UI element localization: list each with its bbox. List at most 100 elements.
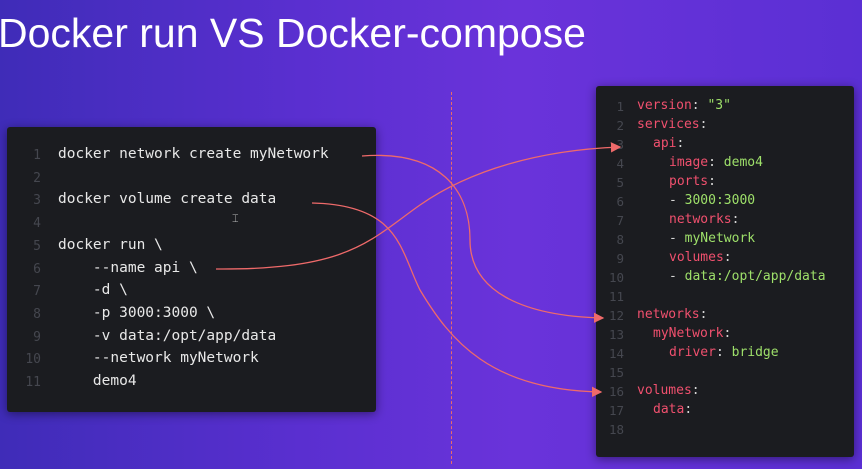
- yaml-value: demo4: [723, 155, 763, 170]
- line-number: 6: [33, 261, 41, 277]
- code-line: 9 volumes:: [596, 250, 854, 272]
- yaml-value: "3": [707, 98, 731, 113]
- line-number: 3: [616, 137, 624, 152]
- mouse-cursor-icon: ⌶: [232, 212, 239, 225]
- yaml-key: networks: [669, 212, 732, 227]
- yaml-key: volumes: [637, 383, 692, 398]
- line-number: 11: [25, 375, 41, 390]
- yaml-value: 3000:3000: [684, 193, 756, 208]
- yaml-colon: :: [676, 136, 685, 151]
- code-text: volumes:: [637, 383, 700, 398]
- line-number: 10: [25, 352, 41, 368]
- yaml-key: data: [653, 402, 685, 417]
- code-text: --name api \: [58, 259, 198, 276]
- code-line: 15: [596, 364, 854, 386]
- yaml-colon: :: [691, 98, 708, 113]
- line-number: 12: [608, 308, 624, 323]
- code-text: ports:: [669, 174, 716, 189]
- yaml-colon: :: [731, 212, 740, 227]
- code-text: driver: bridge: [669, 345, 779, 360]
- line-number: 8: [33, 306, 41, 322]
- code-text: --network myNetwork: [58, 350, 259, 367]
- line-number: 2: [33, 170, 41, 186]
- yaml-key: api: [653, 136, 677, 151]
- code-line: 12 networks:: [596, 307, 854, 329]
- arrow-network-to-networks: [361, 154, 605, 323]
- line-number: 3: [33, 193, 41, 209]
- code-text: -d \: [58, 282, 128, 299]
- line-number: 4: [33, 216, 41, 232]
- line-number: 1: [616, 99, 624, 114]
- dashed-divider: [451, 92, 452, 464]
- code-text: api:: [653, 136, 684, 151]
- code-line: 11: [596, 288, 854, 310]
- code-line: 11 demo4: [7, 373, 376, 395]
- code-line: 8- myNetwork: [596, 231, 854, 253]
- yaml-value: bridge: [731, 345, 779, 360]
- yaml-key: version: [637, 98, 692, 113]
- line-number: 17: [608, 403, 624, 418]
- page-title: Docker run VS Docker-compose: [0, 10, 586, 56]
- code-line: 9 -v data:/opt/app/data: [7, 328, 376, 350]
- yaml-colon: :: [708, 174, 716, 189]
- line-number: 7: [33, 284, 41, 300]
- code-line: 10 - data:/opt/app/data: [596, 269, 854, 291]
- code-text: -p 3000:3000 \: [58, 304, 216, 321]
- yaml-colon: :: [699, 117, 708, 132]
- line-number: 14: [608, 346, 624, 361]
- code-line: 6 --name api \: [7, 260, 376, 282]
- line-number: 4: [616, 156, 624, 171]
- code-text: networks:: [669, 212, 739, 227]
- yaml-key: ports: [669, 174, 709, 189]
- yaml-key: networks: [637, 307, 700, 322]
- yaml-colon: :: [715, 345, 732, 360]
- yaml-colon: :: [723, 326, 732, 341]
- code-line: 1 version: "3": [596, 98, 854, 120]
- line-number: 9: [616, 251, 624, 266]
- code-line: 6 - 3000:3000: [596, 193, 854, 215]
- code-text: version: "3": [637, 98, 731, 113]
- code-line: 13 myNetwork:: [596, 326, 854, 348]
- yaml-colon: :: [699, 307, 708, 322]
- code-line: 2: [7, 169, 376, 191]
- code-text: networks:: [637, 307, 707, 322]
- line-number: 13: [608, 327, 624, 342]
- yaml-colon: :: [691, 383, 700, 398]
- yaml-key: volumes: [669, 250, 724, 265]
- line-number: 18: [608, 422, 624, 437]
- code-line: 17 data:: [596, 402, 854, 424]
- code-text: -v data:/opt/app/data: [58, 327, 277, 344]
- line-number: 10: [608, 270, 624, 285]
- code-text: - 3000:3000: [669, 193, 755, 208]
- yaml-key: services: [637, 117, 700, 132]
- yaml-value: myNetwork: [684, 231, 756, 246]
- code-line: 14 driver: bridge: [596, 345, 854, 367]
- code-text: - data:/opt/app/data: [669, 269, 826, 284]
- line-number: 5: [33, 238, 41, 254]
- code-line: 10 --network myNetwork: [7, 350, 376, 372]
- line-number: 1: [33, 148, 41, 163]
- line-number: 15: [608, 365, 624, 380]
- line-number: 8: [616, 232, 624, 247]
- yaml-colon: :: [708, 155, 724, 170]
- yaml-value: data:/opt/app/data: [684, 269, 826, 284]
- line-number: 6: [616, 194, 624, 209]
- yaml-colon: :: [723, 250, 732, 265]
- yaml-key: driver: [669, 345, 716, 360]
- line-number: 2: [616, 118, 624, 133]
- code-text: volumes:: [669, 250, 732, 265]
- yaml-key: myNetwork: [653, 326, 724, 341]
- code-text: demo4: [58, 373, 137, 389]
- code-text: data:: [653, 402, 692, 417]
- yaml-dash: -: [669, 269, 685, 284]
- code-text: myNetwork:: [653, 326, 731, 341]
- line-number: 9: [33, 329, 41, 345]
